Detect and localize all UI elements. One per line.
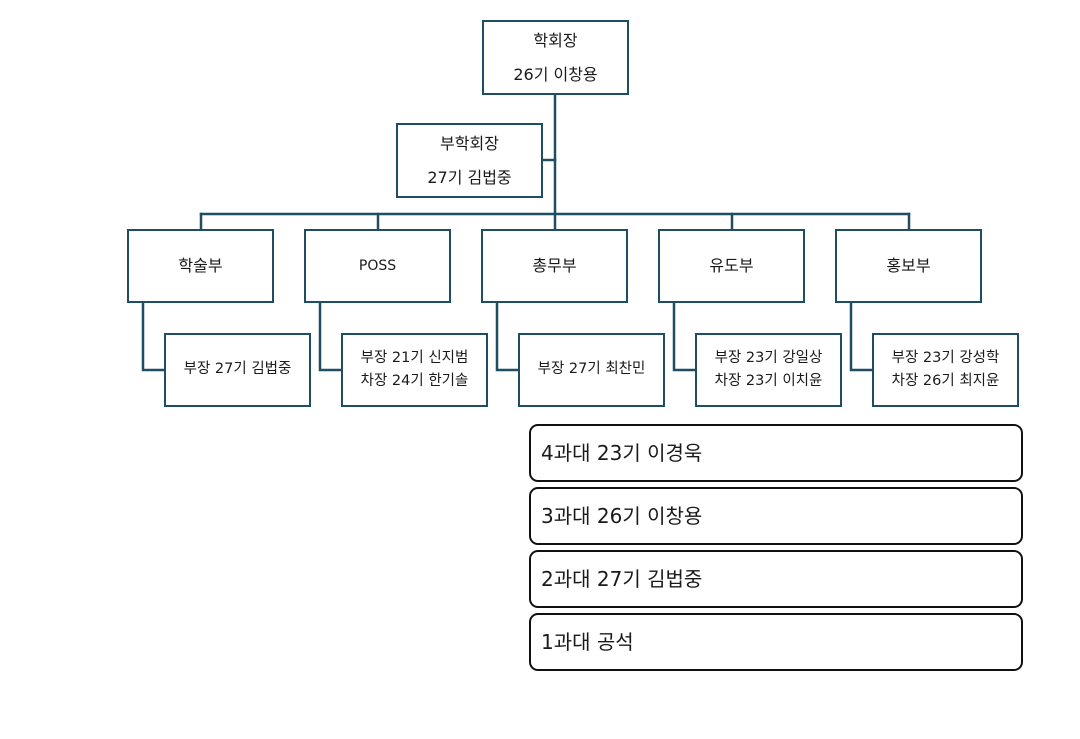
pr-members-box: 부장 23기 강성학 차장 26기 최지윤 [872,333,1019,407]
history-item-4: 4과대 23기 이경욱 [529,424,1023,482]
history-text: 3과대 26기 이창용 [541,504,703,528]
connector-member-poss [318,300,344,372]
department-name: 유도부 [709,256,754,276]
department-judo-box: 유도부 [658,229,805,303]
connector-member-judo [672,300,698,372]
department-academic-box: 학술부 [127,229,274,303]
history-item-2: 2과대 27기 김법중 [529,550,1023,608]
poss-members-box: 부장 21기 신지범 차장 24기 한기솔 [341,333,488,407]
vice-president-box: 부학회장 27기 김법중 [396,123,543,198]
member-line: 부장 23기 강일상 [714,349,823,366]
judo-members-box: 부장 23기 강일상 차장 23기 이치윤 [695,333,842,407]
connector-member-pr [849,300,875,372]
member-line: 부장 27기 최찬민 [537,361,646,378]
member-line: 차장 26기 최지윤 [891,373,1000,389]
department-name: POSS [358,257,397,274]
member-line: 부장 27기 김법중 [183,361,292,378]
history-text: 4과대 23기 이경욱 [541,441,703,465]
connector-member-academic [141,300,167,372]
department-general-affairs-box: 총무부 [481,229,628,303]
member-line: 부장 21기 신지범 [360,349,469,366]
history-text: 1과대 공석 [541,630,634,654]
history-text: 2과대 27기 김법중 [541,567,703,591]
member-line: 부장 23기 강성학 [891,349,1000,366]
department-name: 총무부 [532,256,577,276]
department-name: 홍보부 [886,256,931,276]
department-poss-box: POSS [304,229,451,303]
department-name: 학술부 [178,256,223,276]
member-line: 차장 24기 한기솔 [360,373,469,389]
vice-president-title: 부학회장 [440,134,499,154]
general-affairs-members-box: 부장 27기 최찬민 [518,333,665,407]
history-item-3: 3과대 26기 이창용 [529,487,1023,545]
department-pr-box: 홍보부 [835,229,982,303]
president-title: 학회장 [533,31,578,51]
academic-members-box: 부장 27기 김법중 [164,333,311,407]
connector-member-general-affairs [495,300,521,372]
vice-president-member: 27기 김법중 [427,167,512,187]
member-line: 차장 23기 이치윤 [714,373,823,389]
history-item-1: 1과대 공석 [529,613,1023,671]
president-box: 학회장 26기 이창용 [482,20,629,95]
president-member: 26기 이창용 [513,64,598,84]
